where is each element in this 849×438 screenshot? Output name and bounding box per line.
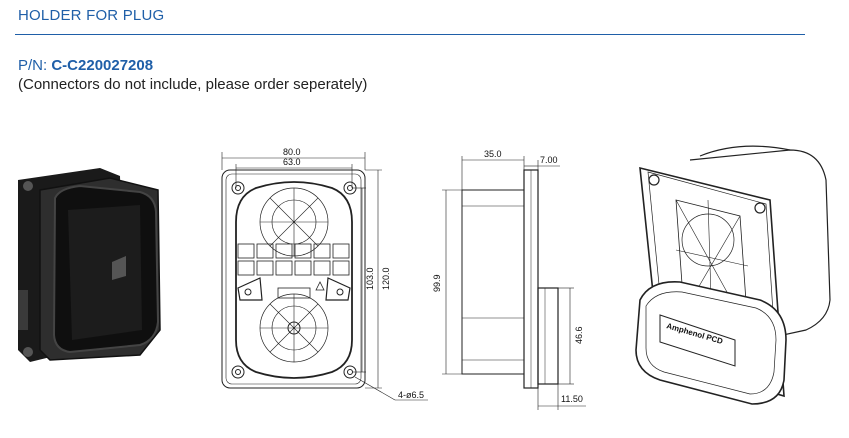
side-view-drawing (442, 156, 586, 410)
part-number-prefix: P/N: (18, 57, 52, 74)
dim-side-depth: 35.0 (484, 149, 502, 159)
dim-side-body-height: 99.9 (432, 274, 442, 292)
part-number-line: P/N: C-C220027208 (18, 57, 153, 74)
part-number: C-C220027208 (51, 57, 154, 74)
dim-front-height-inner: 103.0 (365, 267, 375, 290)
dim-front-holes: 4-ø6.5 (398, 390, 424, 400)
order-note: (Connectors do not include, please order… (18, 76, 368, 93)
dim-side-plug-height: 46.6 (574, 326, 584, 344)
title-underline (15, 34, 805, 35)
dim-front-height-outer: 120.0 (381, 267, 391, 290)
dim-side-flange: 7.00 (540, 155, 558, 165)
section-title: HOLDER FOR PLUG (18, 7, 165, 24)
dim-front-width-outer: 80.0 (283, 147, 301, 157)
isometric-drawing (635, 145, 831, 405)
front-view-drawing (221, 152, 428, 401)
dim-front-width-inner: 63.0 (283, 157, 301, 167)
dim-side-plug-depth: 11.50 (561, 394, 583, 404)
holder-photo (18, 168, 161, 362)
